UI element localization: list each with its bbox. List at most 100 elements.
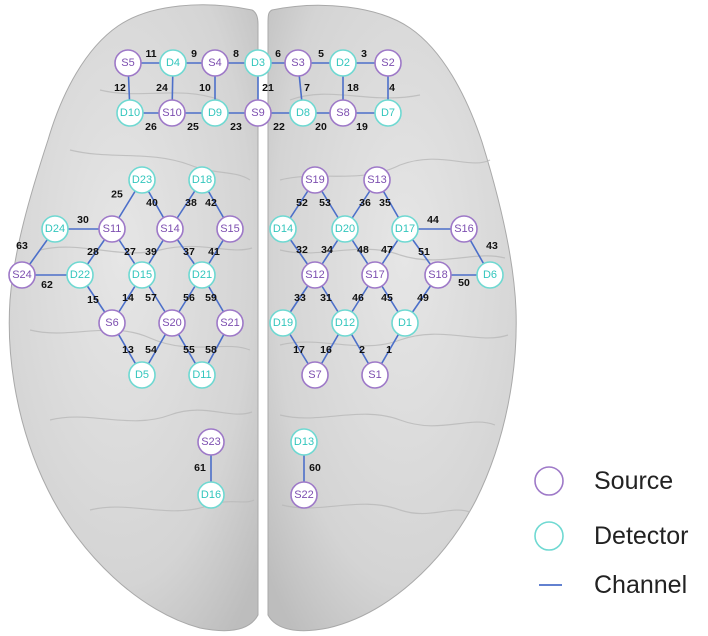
- source-circle: [216, 215, 244, 243]
- channel-number: 32: [296, 244, 308, 256]
- channel-number: 31: [320, 292, 332, 304]
- optode-label: D11: [192, 369, 211, 381]
- channel-number: 15: [87, 294, 99, 306]
- source-circle: [424, 261, 452, 289]
- source-optode-S15: S15: [216, 215, 244, 243]
- optode-label: S5: [121, 57, 134, 69]
- channel-number: 60: [309, 462, 321, 474]
- optode-label: D7: [381, 107, 395, 119]
- source-circle: [290, 481, 318, 509]
- source-optode-S18: S18: [424, 261, 452, 289]
- source-optode-S4: S4: [201, 49, 229, 77]
- channel-number: 1: [386, 344, 392, 356]
- detector-circle: [290, 428, 318, 456]
- detector-circle: [269, 309, 297, 337]
- channel-number: 52: [296, 197, 308, 209]
- channel-number: 40: [146, 197, 158, 209]
- optode-label: D21: [192, 269, 212, 281]
- source-optode-S8: S8: [329, 99, 357, 127]
- detector-circle: [331, 215, 359, 243]
- detector-circle: [159, 49, 187, 77]
- source-optode-S11: S11: [98, 215, 126, 243]
- channel-number: 56: [183, 292, 195, 304]
- optode-label: S21: [220, 317, 240, 329]
- channel-number: 50: [458, 277, 470, 289]
- channel-number: 7: [304, 82, 310, 94]
- optode-label: D2: [336, 57, 350, 69]
- source-optode-S23: S23: [197, 428, 225, 456]
- channel-number: 22: [273, 121, 285, 133]
- legend-detector-label: Detector: [594, 522, 688, 550]
- detector-optode-D7: D7: [374, 99, 402, 127]
- source-circle: [374, 49, 402, 77]
- detector-optode-D8: D8: [289, 99, 317, 127]
- source-optode-S17: S17: [361, 261, 389, 289]
- detector-optode-D12: D12: [331, 309, 359, 337]
- source-circle: [284, 49, 312, 77]
- optode-label: D9: [208, 107, 222, 119]
- optode-label: D19: [273, 317, 293, 329]
- channel-number: 38: [185, 197, 197, 209]
- detector-optode-D19: D19: [269, 309, 297, 337]
- source-circle: [301, 166, 329, 194]
- detector-circle: [374, 99, 402, 127]
- detector-circle: [391, 215, 419, 243]
- channel-number: 23: [230, 121, 242, 133]
- channel-number: 57: [145, 292, 157, 304]
- optode-label: S14: [160, 223, 180, 235]
- channel-number: 35: [379, 197, 391, 209]
- left-hemisphere: [8, 4, 259, 632]
- source-optode-S7: S7: [301, 361, 329, 389]
- source-optode-S19: S19: [301, 166, 329, 194]
- channel-number: 51: [418, 246, 430, 258]
- optode-label: D3: [251, 57, 265, 69]
- optode-label: S22: [294, 489, 314, 501]
- channel-number: 59: [205, 292, 217, 304]
- optode-label: D14: [273, 223, 293, 235]
- detector-optode-D11: D11: [188, 361, 216, 389]
- detector-optode-D4: D4: [159, 49, 187, 77]
- optode-label: D24: [45, 223, 65, 235]
- detector-optode-D6: D6: [476, 261, 504, 289]
- optode-label: D16: [201, 489, 221, 501]
- source-optode-S12: S12: [301, 261, 329, 289]
- optode-label: S19: [305, 174, 325, 186]
- optode-label: D23: [132, 174, 152, 186]
- legend-source-circle: [534, 466, 564, 496]
- legend-channel-label: Channel: [594, 571, 687, 599]
- channel-number: 62: [41, 279, 53, 291]
- channel-number: 6: [275, 48, 281, 60]
- detector-optode-D13: D13: [290, 428, 318, 456]
- optode-label: S6: [105, 317, 118, 329]
- optode-label: D8: [296, 107, 310, 119]
- channel-number: 25: [187, 121, 199, 133]
- detector-circle: [289, 99, 317, 127]
- optode-label: S13: [367, 174, 387, 186]
- optode-label: D12: [335, 317, 355, 329]
- channel-number: 55: [183, 344, 195, 356]
- detector-circle: [128, 261, 156, 289]
- brain-sulci: [29, 89, 509, 515]
- optode-label: D20: [335, 223, 355, 235]
- detector-optode-D24: D24: [41, 215, 69, 243]
- source-optode-S14: S14: [156, 215, 184, 243]
- detector-circle: [188, 361, 216, 389]
- source-circle: [158, 99, 186, 127]
- optode-label: D4: [166, 57, 180, 69]
- channel-number: 58: [205, 344, 217, 356]
- channel-number: 28: [87, 246, 99, 258]
- source-optode-S13: S13: [363, 166, 391, 194]
- channel-number: 27: [124, 246, 136, 258]
- source-optode-S16: S16: [450, 215, 478, 243]
- optode-label: S3: [291, 57, 304, 69]
- channel-number: 43: [486, 240, 498, 252]
- channel-number: 53: [319, 197, 331, 209]
- detector-circle: [41, 215, 69, 243]
- source-circle: [156, 215, 184, 243]
- source-optode-S21: S21: [216, 309, 244, 337]
- channel-number: 19: [356, 121, 368, 133]
- legend: Source Detector Channel: [534, 466, 688, 599]
- source-circle: [361, 261, 389, 289]
- channel-number: 14: [122, 292, 134, 304]
